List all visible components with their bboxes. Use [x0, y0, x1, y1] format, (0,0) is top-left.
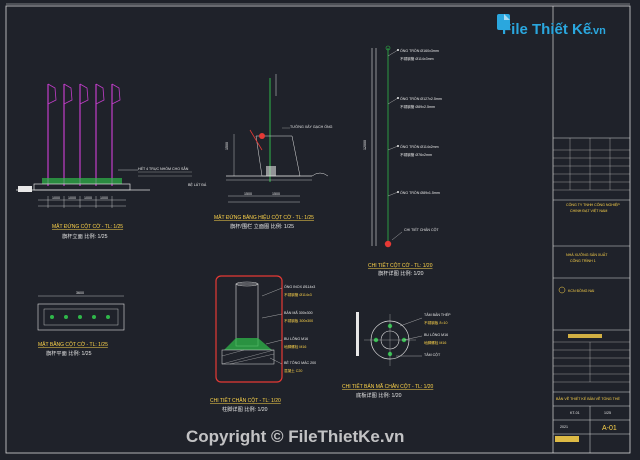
flagpole-elevation-view: HẾT 4 TRỤC NHÓM CHO SẴN 1000 1000 1000 1… [16, 83, 192, 240]
pole-callout-1: ỐNG TRÒN Ø160x3mm [400, 48, 439, 53]
plate-subtitle: 底板详图 比例: 1/20 [356, 391, 402, 399]
sheet-code: KT-01 [570, 411, 580, 415]
plate-title: CHI TIẾT BẢN MÃ CHÂN CỘT - TL: 1/20 [342, 383, 434, 390]
plate-callout-1: TÂM BẢN THÉP [424, 312, 451, 317]
sheet-number: A-01 [602, 425, 617, 432]
plate-callout-5: TÂM CỘT [424, 352, 441, 357]
pole-detail-view: 12000 ỐNG TRÒN Ø160x3mm 不锈钢管 Ø114x3mm ỐN… [363, 45, 442, 277]
plan-title: MẶT BẰNG CỘT CỜ - TL: 1/25 [38, 340, 108, 348]
elevation-dim-1: 1000 [52, 196, 60, 200]
elevation-subtitle: 旗杆立面 比例: 1/25 [62, 232, 108, 240]
company-name-2: CHINH ĐẠT VIỆT NAM [570, 208, 607, 213]
base-callout-2: 不锈钢管 Ø114x3 [284, 292, 312, 297]
plan-dim: 3600 [76, 291, 84, 295]
base-detail-subtitle: 柱脚详图 比例: 1/20 [222, 405, 268, 413]
pole-callout-7: ỐNG TRÒN Ø89x1.5mm [400, 190, 440, 195]
project-name: NHÀ XƯỞNG SẢN XUẤT [566, 252, 608, 257]
copyright-watermark: Copyright © FileThietKe.vn [186, 427, 404, 446]
elevation-note: HẾT 4 TRỤC NHÓM CHO SẴN [138, 166, 189, 171]
sign-subtitle: 旗杆/围栏 立面图 比例: 1/25 [230, 222, 294, 230]
base-callout-3: BẢN MÃ 300x300 [284, 310, 313, 315]
site-logo[interactable]: File Thiết Kế .vn [497, 14, 606, 38]
base-callout-1: ỐNG INOX Ø114x3 [284, 284, 315, 289]
pole-callout-6: 不锈钢管 Ø76x2mm [400, 152, 432, 157]
base-plate-view: TÂM BẢN THÉP 不锈钢板 δ=10 BU LÔNG M16 地脚螺栓 … [342, 312, 451, 399]
drawing-title: BẢN VẼ THIẾT KẾ BẢN VẼ TỔNG THỂ [556, 396, 620, 401]
flagpole-plan-view: 3600 MẶT BẰNG CỘT CỜ - TL: 1/25 旗杆平面 比例:… [37, 291, 125, 357]
pole-callout-5: ỐNG TRÒN Ø114x2mm [400, 144, 439, 149]
pole-height-dim: 12000 [363, 140, 367, 150]
base-detail-title: CHI TIẾT CHÂN CỘT - TL: 1/20 [210, 397, 281, 404]
base-detail-view: ỐNG INOX Ø114x3 不锈钢管 Ø114x3 BẢN MÃ 300x3… [210, 275, 316, 413]
plate-callout-3: BU LÔNG M16 [424, 332, 448, 337]
project-name-2: CÔNG TRÌNH 1 [570, 258, 596, 263]
sign-title: MẶT ĐỨNG BẢNG HIỆU CỘT CỜ - TL: 1/25 [214, 213, 314, 221]
pole-callout-2: 不锈钢管 Ø114x3mm [400, 56, 434, 61]
plate-callout-2: 不锈钢板 δ=10 [424, 320, 447, 325]
pole-callout-4: 不锈钢管 Ø89x2.5mm [400, 104, 435, 109]
elevation-dim-2: 1000 [68, 196, 76, 200]
base-callout-8: 混凝土 C20 [284, 368, 302, 373]
elevation-dim-4: 1000 [100, 196, 108, 200]
sign-note-left: BỆ LÁT ĐÁ [188, 182, 207, 187]
pole-callout-3: ỐNG TRÒN Ø127x2.5mm [400, 96, 442, 101]
sign-dim-2: 1500 [272, 192, 280, 196]
company-name: CÔNG TY TNHH CÔNG NGHIỆP [566, 202, 620, 207]
elevation-title: MẶT ĐỨNG CỘT CỜ - TL: 1/25 [52, 223, 123, 230]
pole-detail-subtitle: 旗杆详图 比例: 1/20 [378, 269, 424, 277]
title-block: CÔNG TY TNHH CÔNG NGHIỆP CHINH ĐẠT VIỆT … [552, 6, 630, 453]
location-marker-icon [558, 286, 566, 294]
pole-base-note: CHI TIẾT CHÂN CỘT [404, 227, 439, 232]
plan-subtitle: 旗杆平面 比例: 1/25 [46, 349, 92, 357]
elevation-dim-3: 1000 [84, 196, 92, 200]
sign-dim-1: 1500 [244, 192, 252, 196]
drawing-date: 2021 [560, 425, 568, 429]
base-callout-5: BU LÔNG M16 [284, 336, 308, 341]
highlight-box [215, 275, 283, 383]
base-callout-6: 地脚螺栓 M16 [284, 344, 306, 349]
project-location: KCN ĐỒNG NAI [568, 288, 594, 293]
sign-elevation-view: 1500 TƯỜNG XÂY GẠCH ỐNG BỆ LÁT ĐÁ 1500 1… [188, 74, 333, 230]
sign-height-dim: 1500 [225, 142, 229, 150]
sign-note-top: TƯỜNG XÂY GẠCH ỐNG [290, 124, 333, 129]
logo-domain-text: .vn [590, 25, 606, 37]
base-callout-7: BÊ TÔNG MÁC 200 [284, 360, 316, 365]
drawing-scale: 1/25 [604, 411, 611, 415]
pole-detail-title: CHI TIẾT CỘT CỜ - TL: 1/20 [368, 262, 433, 269]
base-callout-4: 不锈钢板 300x300 [284, 318, 313, 323]
plate-callout-4: 地脚螺栓 M16 [424, 340, 446, 345]
logo-brand-text: File Thiết Kế [502, 21, 592, 38]
sheet-border [5, 5, 631, 454]
